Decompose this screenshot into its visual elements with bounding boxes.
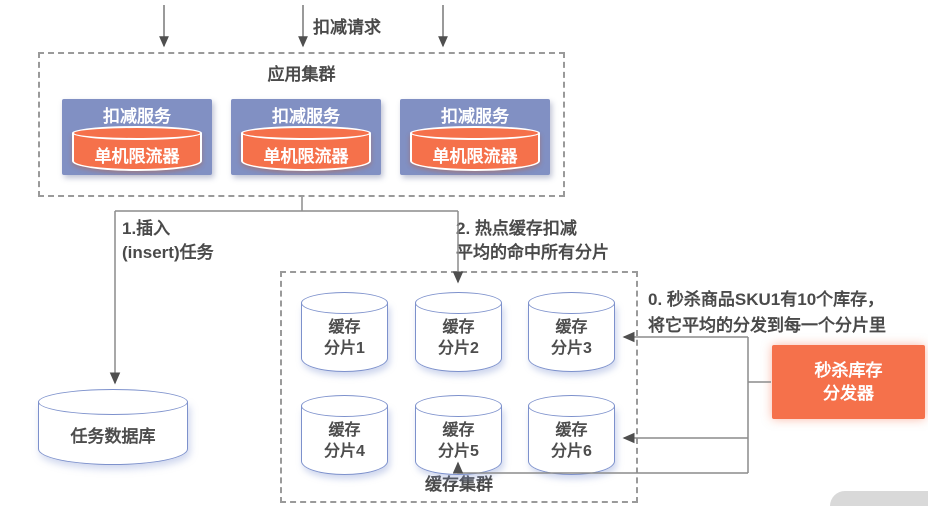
cache-shard-1-cylinder: 缓存 分片1 (301, 292, 388, 372)
rate-limiter-cylinder-3: 单机限流器 (410, 126, 540, 171)
deduct-service-label: 扣减服务 (272, 107, 340, 126)
rate-limiter-cylinder-2: 单机限流器 (241, 126, 371, 171)
inventory-distributor-box: 秒杀库存 分发器 (772, 345, 925, 419)
distributor-note-line1: 0. 秒杀商品SKU1有10个库存， (648, 290, 885, 309)
cylinder-top (410, 126, 540, 140)
task-database-label: 任务数据库 (70, 427, 156, 446)
insert-task-label-line1: 1.插入 (122, 219, 171, 238)
inventory-distributor-label-line1: 秒杀库存 (814, 361, 883, 380)
task-database-cylinder: 任务数据库 (38, 389, 188, 465)
shard-label-line1: 缓存 (555, 422, 588, 439)
cylinder-top (301, 395, 388, 417)
shard-label-line2: 分片2 (438, 340, 479, 357)
app-cluster-title: 应用集群 (267, 65, 336, 84)
shard-label-line2: 分片5 (438, 443, 479, 460)
cylinder-body (241, 133, 371, 171)
cache-shard-5-cylinder: 缓存 分片5 (415, 395, 502, 475)
shard-label-line2: 分片4 (324, 443, 365, 460)
app-cluster-box: 应用集群 扣减服务 单机限流器 扣减服务 单机限流器 扣减服务 单机限流器 (38, 52, 565, 197)
shard-label-line2: 分片3 (551, 340, 592, 357)
hot-deduct-label-line1: 2. 热点缓存扣减 (456, 219, 577, 238)
rate-limiter-cylinder-1: 单机限流器 (72, 126, 202, 171)
distributor-note-line2: 将它平均的分发到每一个分片里 (648, 316, 886, 335)
insert-task-label-line2: (insert)任务 (122, 243, 214, 262)
deduct-service-box-2: 扣减服务 单机限流器 (231, 99, 381, 175)
shard-label-line2: 分片1 (324, 340, 365, 357)
cylinder-body (301, 406, 388, 475)
deduct-service-label: 扣减服务 (441, 107, 509, 126)
shard-label-line1: 缓存 (328, 422, 361, 439)
cylinder-top (301, 292, 388, 314)
cache-shard-1-label: 缓存 分片1 (301, 317, 388, 359)
deduct-service-box-3: 扣减服务 单机限流器 (400, 99, 550, 175)
cylinder-top (241, 126, 371, 140)
deduct-service-label: 扣减服务 (103, 107, 171, 126)
shard-label-line1: 缓存 (555, 319, 588, 336)
cylinder-body (528, 303, 615, 372)
rate-limiter-label: 单机限流器 (94, 147, 180, 166)
corner-overlay-shape (830, 491, 928, 506)
cache-shard-2-label: 缓存 分片2 (415, 317, 502, 359)
hot-deduct-label: 2. 热点缓存扣减 平均的命中所有分片 (456, 217, 609, 265)
cylinder-top (72, 126, 202, 140)
cylinder-top (528, 292, 615, 314)
cache-shard-3-cylinder: 缓存 分片3 (528, 292, 615, 372)
cache-shard-4-cylinder: 缓存 分片4 (301, 395, 388, 475)
cache-shard-2-cylinder: 缓存 分片2 (415, 292, 502, 372)
shard-label-line2: 分片6 (551, 443, 592, 460)
inventory-distributor-label-line2: 分发器 (823, 384, 874, 403)
cache-shard-6-label: 缓存 分片6 (528, 420, 615, 462)
shard-label-line1: 缓存 (442, 422, 475, 439)
cache-shard-4-label: 缓存 分片4 (301, 420, 388, 462)
cylinder-top (415, 395, 502, 417)
distributor-note: 0. 秒杀商品SKU1有10个库存， 将它平均的分发到每一个分片里 (648, 287, 886, 339)
cylinder-body (415, 303, 502, 372)
cache-cluster-title: 缓存集群 (425, 475, 493, 494)
cylinder-top (528, 395, 615, 417)
cache-shard-3-label: 缓存 分片3 (528, 317, 615, 359)
shard-label-line1: 缓存 (328, 319, 361, 336)
rate-limiter-label: 单机限流器 (263, 147, 349, 166)
cylinder-top (38, 389, 188, 415)
cylinder-top (415, 292, 502, 314)
hot-deduct-label-line2: 平均的命中所有分片 (456, 243, 609, 262)
insert-task-label: 1.插入 (insert)任务 (122, 217, 214, 265)
cache-shard-6-cylinder: 缓存 分片6 (528, 395, 615, 475)
request-label: 扣减请求 (313, 18, 381, 37)
cache-shard-5-label: 缓存 分片5 (415, 420, 502, 462)
cylinder-body (301, 303, 388, 372)
shard-label-line1: 缓存 (442, 319, 475, 336)
deduct-service-box-1: 扣减服务 单机限流器 (62, 99, 212, 175)
rate-limiter-label: 单机限流器 (432, 147, 518, 166)
